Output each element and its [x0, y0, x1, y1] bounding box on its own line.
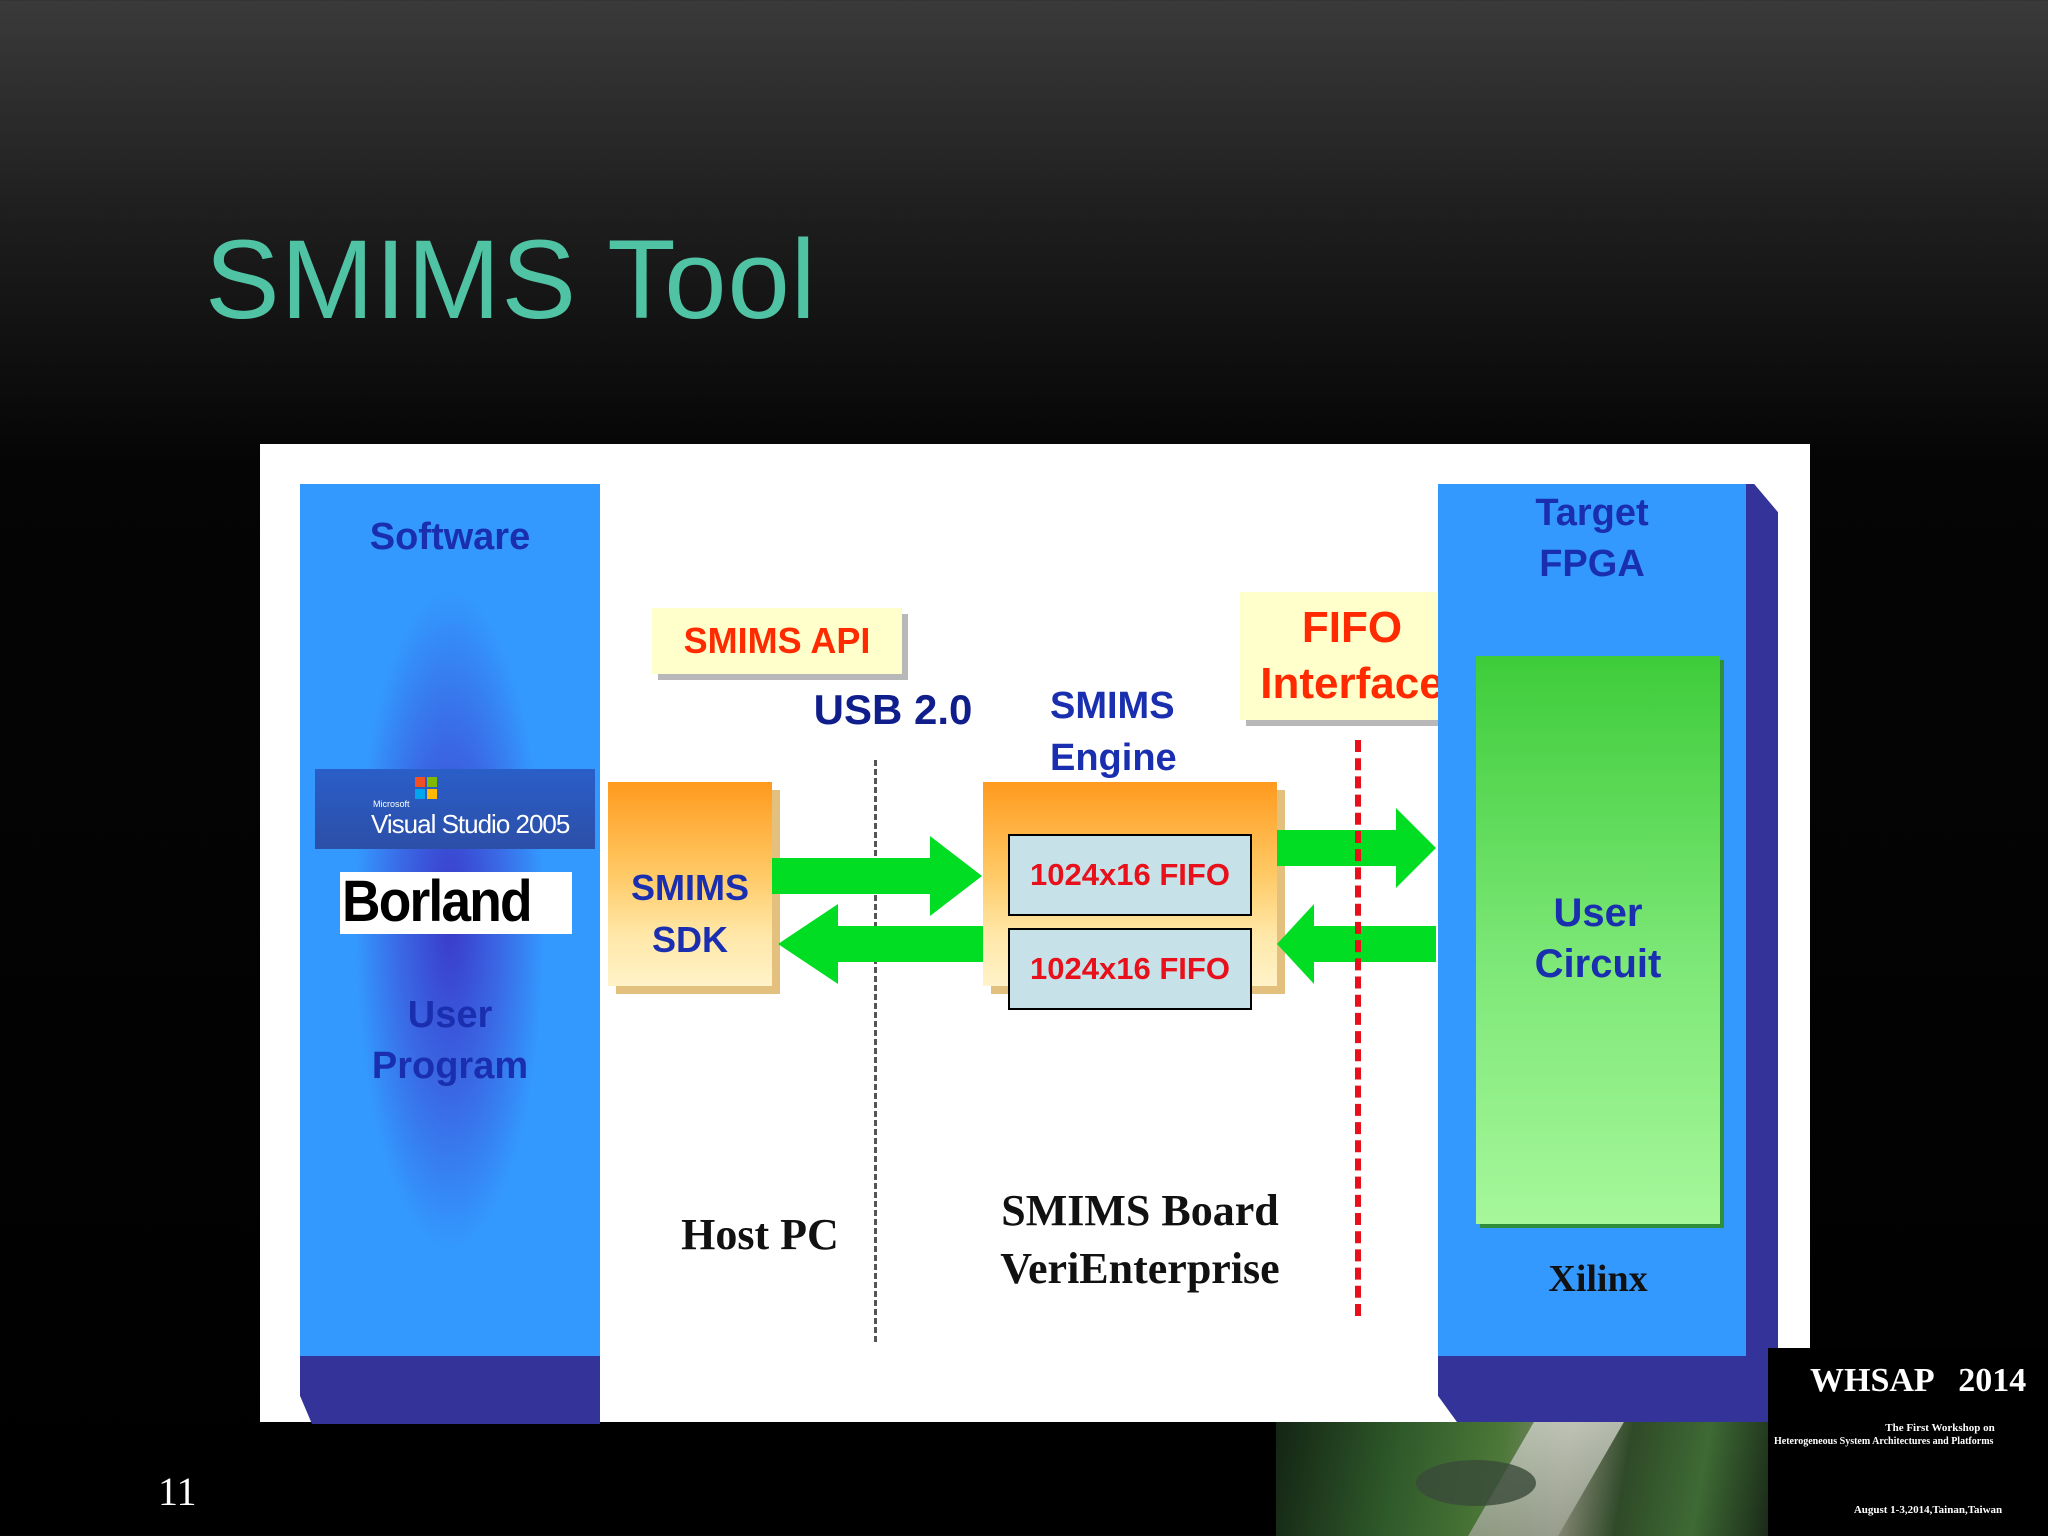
garden-photo [1276, 1422, 1768, 1536]
smims-engine-line1: SMIMS [1050, 685, 1175, 727]
user-circuit-label: User Circuit [1476, 888, 1720, 990]
visual-studio-label: Visual Studio 2005 [371, 809, 570, 839]
target-fpga-line2: FPGA [1539, 543, 1645, 585]
slide-number: 11 [158, 1469, 197, 1514]
user-program-line1: User [407, 994, 493, 1036]
whsap-line2: Heterogeneous System Architectures and P… [1774, 1436, 1994, 1447]
user-circuit-box [1476, 656, 1720, 1224]
user-circuit-line2: Circuit [1534, 942, 1662, 986]
user-program-line2: Program [371, 1045, 529, 1087]
smims-board-line2: VeriEnterprise [1000, 1244, 1280, 1293]
host-pc-label: Host PC [681, 1210, 839, 1259]
smims-api-tag: SMIMS API [652, 608, 902, 674]
fifo-interface-tag: FIFO Interface [1240, 592, 1464, 720]
smims-board-line1: SMIMS Board [1001, 1186, 1279, 1235]
smims-sdk-box [608, 782, 772, 986]
borland-logo: Borland [340, 869, 572, 934]
smims-engine-line2: Engine [1050, 737, 1177, 779]
usb-label: USB 2.0 [813, 686, 973, 733]
target-fpga-line1: Target [1535, 492, 1649, 534]
smims-sdk-line2: SDK [651, 919, 728, 960]
target-fpga-label: Target FPGA [1438, 488, 1746, 590]
user-circuit-line1: User [1553, 891, 1643, 935]
architecture-diagram: Software Microsoft Visual Studio 2005 Bo… [260, 444, 1810, 1424]
smims-sdk-line1: SMIMS [630, 867, 749, 908]
smims-engine-label: SMIMS Engine [1050, 680, 1210, 784]
fifo-interface-line1: FIFO [1301, 603, 1403, 652]
slide-title: SMIMS Tool [205, 217, 817, 342]
smims-board-label: SMIMS Board VeriEnterprise [995, 1182, 1285, 1298]
fifo-interface-line2: Interface [1260, 659, 1444, 708]
arrow-engine-to-sdk [778, 904, 983, 984]
visual-studio-logo: Microsoft Visual Studio 2005 [315, 769, 595, 849]
whsap-logo: WHSAP 2014 The First Workshop on Heterog… [1768, 1348, 2048, 1536]
usb-divider-line [874, 760, 877, 1342]
arrow-sdk-to-engine [772, 836, 982, 916]
fifo-interface-line [1355, 740, 1361, 1316]
fifo-lower: 1024x16 FIFO [1008, 928, 1252, 1010]
whsap-title: WHSAP 2014 [1810, 1362, 2027, 1399]
borland-label: Borland [342, 869, 533, 934]
smims-sdk-label: SMIMS SDK [608, 862, 772, 966]
garden-pond [1416, 1460, 1536, 1506]
whsap-line3: August 1-3,2014,Tainan,Taiwan [1853, 1504, 2003, 1516]
xilinx-label: Xilinx [1548, 1258, 1648, 1300]
fifo-upper: 1024x16 FIFO [1008, 834, 1252, 916]
microsoft-small-label: Microsoft [373, 799, 410, 809]
software-label: Software [369, 516, 531, 558]
whsap-line1: The First Workshop on [1885, 1422, 1995, 1434]
user-program-label: User Program [300, 990, 600, 1092]
visual-studio-icon [413, 775, 439, 801]
